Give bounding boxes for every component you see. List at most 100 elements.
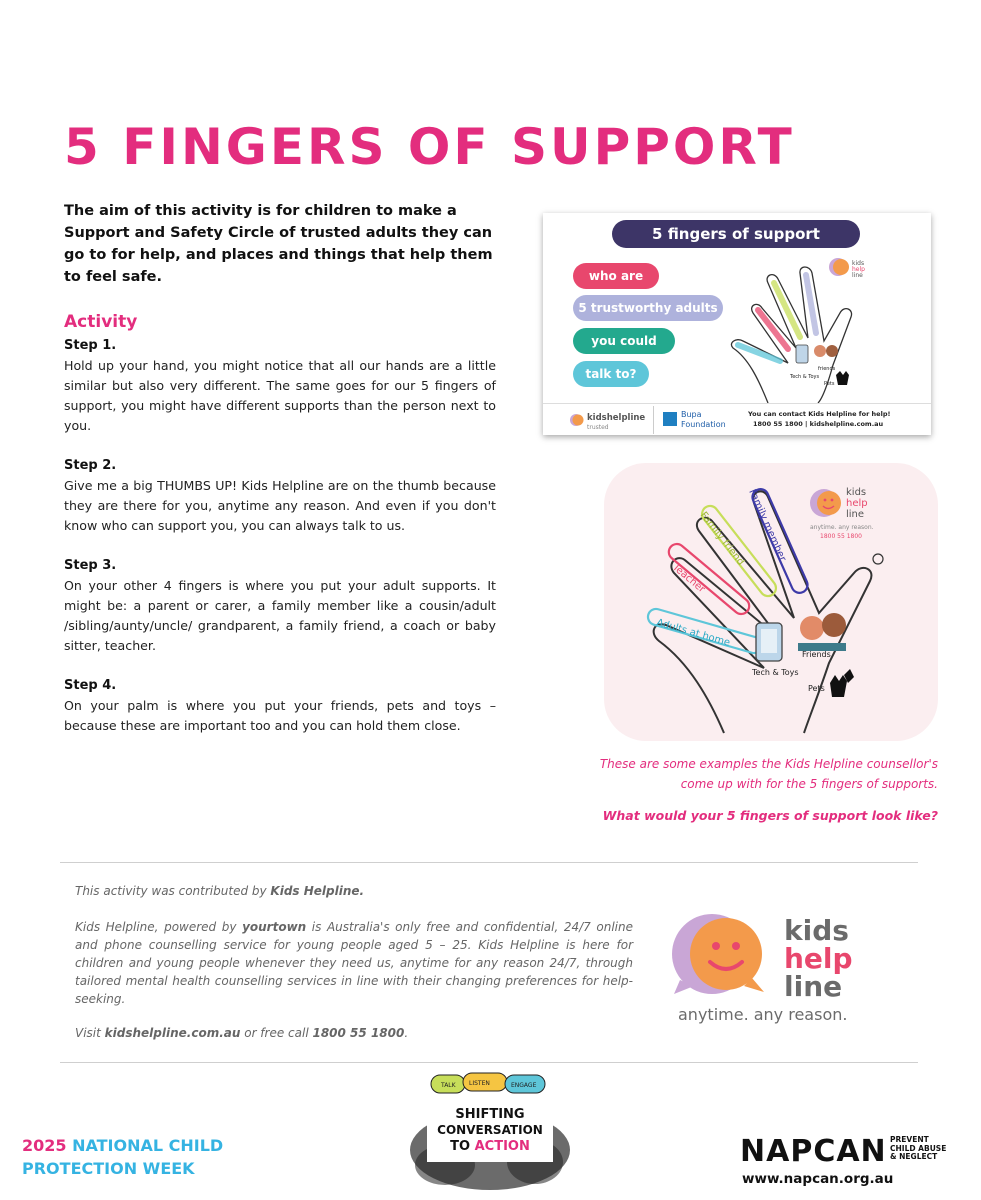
finger-band — [803, 272, 819, 336]
friends-shoulders-icon — [798, 643, 846, 651]
intro-text: The aim of this activity is for children… — [64, 203, 493, 285]
card-pill-talk-to: talk to? — [573, 361, 649, 387]
khl-bubble-icon — [817, 491, 841, 515]
step-heading: Step 2. — [64, 458, 117, 473]
finger-band-family-member — [751, 488, 809, 594]
khl-phone: 1800 55 1800 — [820, 533, 862, 540]
ncpw-line: PROTECTION WEEK — [22, 1159, 195, 1178]
napcan-tag-line: CHILD ABUSE — [890, 1143, 947, 1153]
about-khl: Kids Helpline, powered by yourtown is Au… — [75, 918, 633, 1008]
activity-heading: Activity — [64, 312, 138, 332]
finger-band — [771, 280, 803, 340]
khl-word: help — [784, 942, 853, 975]
step-heading: Step 3. — [64, 558, 117, 573]
khl-bubble-tail-icon — [674, 980, 694, 994]
campaign-bubble: TALK — [440, 1082, 457, 1089]
card-palm-label: Tech & Toys — [789, 374, 819, 380]
campaign-bubble: ENGAGE — [511, 1082, 537, 1089]
steps-list: Step 1. Hold up your hand, you might not… — [64, 336, 496, 756]
card-palm-label: friends — [818, 366, 836, 372]
khl-bubble-icon — [690, 918, 762, 990]
example-hand-outline-icon — [652, 490, 873, 734]
card-footer-logo2-line1: Bupa — [681, 410, 702, 419]
about-yourtown: yourtown — [242, 920, 307, 934]
step-heading: Step 4. — [64, 678, 117, 693]
card-footer: kidshelpline trusted Bupa Foundation You… — [543, 403, 931, 436]
khl-tagline: anytime. any reason. — [810, 524, 874, 531]
khl-eye-icon — [732, 942, 740, 950]
about-text: is Australia's only free and confidentia… — [75, 920, 633, 1006]
visit-text: Visit — [75, 1026, 105, 1040]
step-1: Step 1. Hold up your hand, you might not… — [64, 336, 496, 436]
friend-face-icon — [826, 345, 838, 357]
finger-band — [755, 307, 791, 352]
mini-logo-word: help — [852, 266, 865, 273]
palm-label: Tech & Toys — [751, 668, 799, 677]
card-title: 5 fingers of support — [612, 220, 860, 248]
hand-outline-icon — [730, 266, 853, 403]
divider — [60, 1062, 918, 1063]
visit-site-link[interactable]: kidshelpline.com.au — [104, 1026, 241, 1040]
napcan-word: NAPCAN — [740, 1134, 887, 1169]
finger-band-family-friend — [700, 504, 778, 598]
paw-icon — [836, 371, 849, 385]
example-caption: These are some examples the Kids Helplin… — [538, 754, 938, 794]
example-khl-logo: kids help line anytime. any reason. 1800… — [810, 487, 874, 540]
tablet-icon — [795, 344, 809, 364]
mini-logo-word: kids — [852, 260, 864, 267]
khl-word: line — [846, 509, 864, 520]
ncpw-line: NATIONAL CHILD — [72, 1136, 224, 1155]
palm-label: Friends — [802, 650, 831, 659]
step-heading: Step 1. — [64, 338, 117, 353]
card-mini-khl-logo: kids help line — [829, 258, 865, 279]
napcan-logo: NAPCAN PREVENT CHILD ABUSE & NEGLECT www… — [740, 1134, 970, 1190]
campaign-action: ACTION — [475, 1139, 530, 1154]
page-title: 5 FINGERS OF SUPPORT — [64, 118, 795, 176]
step-3: Step 3. On your other 4 fingers is where… — [64, 556, 496, 656]
friend-face-icon — [822, 613, 846, 637]
example-hand-illustration: Adults at home Teacher Family friend Fam… — [646, 487, 884, 734]
card-footer-contact-line1: You can contact Kids Helpline for help! — [748, 410, 891, 418]
campaign-line: SHIFTING — [455, 1107, 524, 1122]
example-question: What would your 5 fingers of support loo… — [602, 808, 938, 823]
bupa-logo-icon — [663, 412, 677, 426]
step-4: Step 4. On your palm is where you put yo… — [64, 676, 496, 736]
thumb-marker-icon — [872, 553, 884, 565]
about-text: Kids Helpline, powered by — [75, 920, 243, 934]
step-text: On your palm is where you put your frien… — [64, 698, 496, 733]
step-text: Hold up your hand, you might notice that… — [64, 358, 496, 433]
palm-label: Pets — [808, 684, 825, 693]
five-fingers-card: 5 fingers of support who are 5 trustwort… — [543, 213, 931, 435]
paw-icon — [830, 675, 847, 697]
khl-main-logo: kids help line anytime. any reason. — [672, 914, 853, 1024]
khl-tagline: anytime. any reason. — [678, 1005, 847, 1024]
tablet-screen-icon — [761, 629, 777, 653]
mini-logo-word: line — [852, 272, 863, 279]
campaign-to: TO — [450, 1139, 474, 1154]
ncpw-title: 2025 NATIONAL CHILD PROTECTION WEEK — [22, 1134, 223, 1180]
khl-word: kids — [846, 487, 866, 498]
divider — [60, 862, 918, 863]
contributor-note: This activity was contributed by Kids He… — [75, 884, 633, 898]
step-text: On your other 4 fingers is where you put… — [64, 578, 496, 653]
card-footer-logo1: kidshelpline — [587, 413, 646, 423]
card-pill-you-could: you could — [573, 328, 675, 354]
khl-word: kids — [784, 914, 849, 947]
campaign-line-action: TO ACTION — [450, 1139, 530, 1154]
napcan-url-link[interactable]: www.napcan.org.au — [742, 1171, 894, 1187]
campaign-line: CONVERSATION — [437, 1123, 543, 1137]
finger-band — [735, 342, 783, 364]
paw-icon — [844, 669, 854, 683]
visit-text: . — [404, 1026, 409, 1040]
campaign-panel — [427, 1100, 553, 1162]
card-pill-trustworthy: 5 trustworthy adults — [573, 295, 723, 321]
napcan-tag-line: PREVENT — [890, 1135, 929, 1144]
card-pill-who-are: who are — [573, 263, 659, 289]
khl-eye-icon — [712, 942, 720, 950]
ncpw-year: 2025 — [22, 1136, 73, 1155]
napcan-tagline: PREVENT CHILD ABUSE & NEGLECT — [890, 1135, 947, 1162]
card-hand-illustration: kids help line friends Tech & Toys Pets — [730, 258, 865, 403]
visit-phone: 1800 55 1800 — [312, 1026, 405, 1040]
visit-text: or free call — [240, 1026, 313, 1040]
caption-line: These are some examples the Kids Helplin… — [599, 757, 938, 771]
